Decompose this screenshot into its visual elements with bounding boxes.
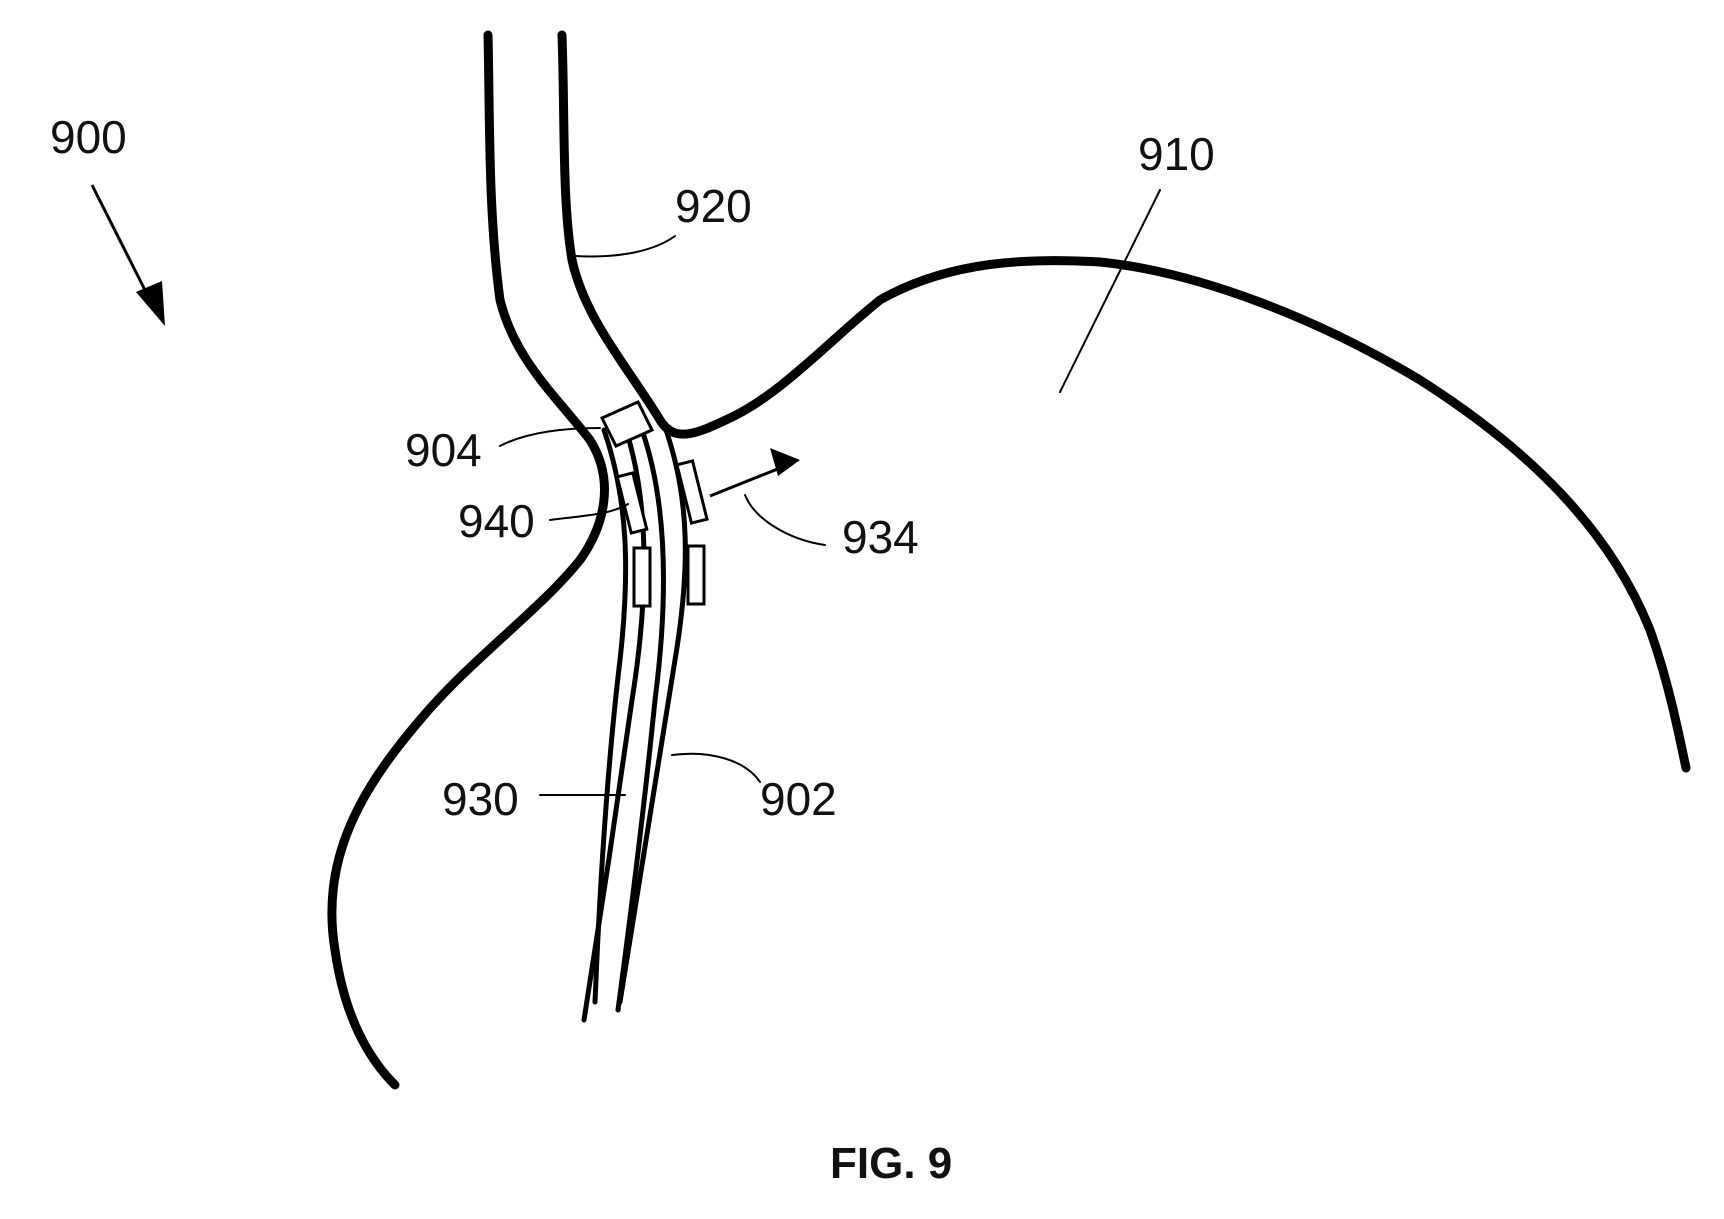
marker-940 xyxy=(615,471,649,535)
electrode-upper-right xyxy=(675,459,709,525)
leader-902 xyxy=(671,752,761,783)
label-900: 900 xyxy=(50,111,127,163)
leader-910 xyxy=(1059,189,1161,393)
outer-tube-inner-edge xyxy=(592,427,629,1005)
esophagus-right-wall xyxy=(557,30,1691,773)
leader-920 xyxy=(574,235,676,258)
inner-tube xyxy=(615,427,667,1013)
label-940: 940 xyxy=(458,495,535,547)
tube-end-cap xyxy=(599,400,655,448)
label-910: 910 xyxy=(1138,128,1215,180)
leader-904 xyxy=(499,427,601,447)
label-920: 920 xyxy=(675,180,752,232)
label-930: 930 xyxy=(442,773,519,825)
label-902: 902 xyxy=(760,773,837,825)
electrode-lower-right xyxy=(686,544,706,606)
electrode-lower-left xyxy=(632,546,652,608)
leader-940 xyxy=(549,503,629,521)
label-904: 904 xyxy=(405,424,482,476)
energy-direction-arrow xyxy=(709,448,826,546)
esophagus-left-wall xyxy=(327,30,609,1090)
label-934: 934 xyxy=(842,511,919,563)
outer-tube xyxy=(617,427,688,1005)
figure-caption: FIG. 9 xyxy=(830,1139,952,1188)
device-pointer-arrow xyxy=(90,184,165,326)
